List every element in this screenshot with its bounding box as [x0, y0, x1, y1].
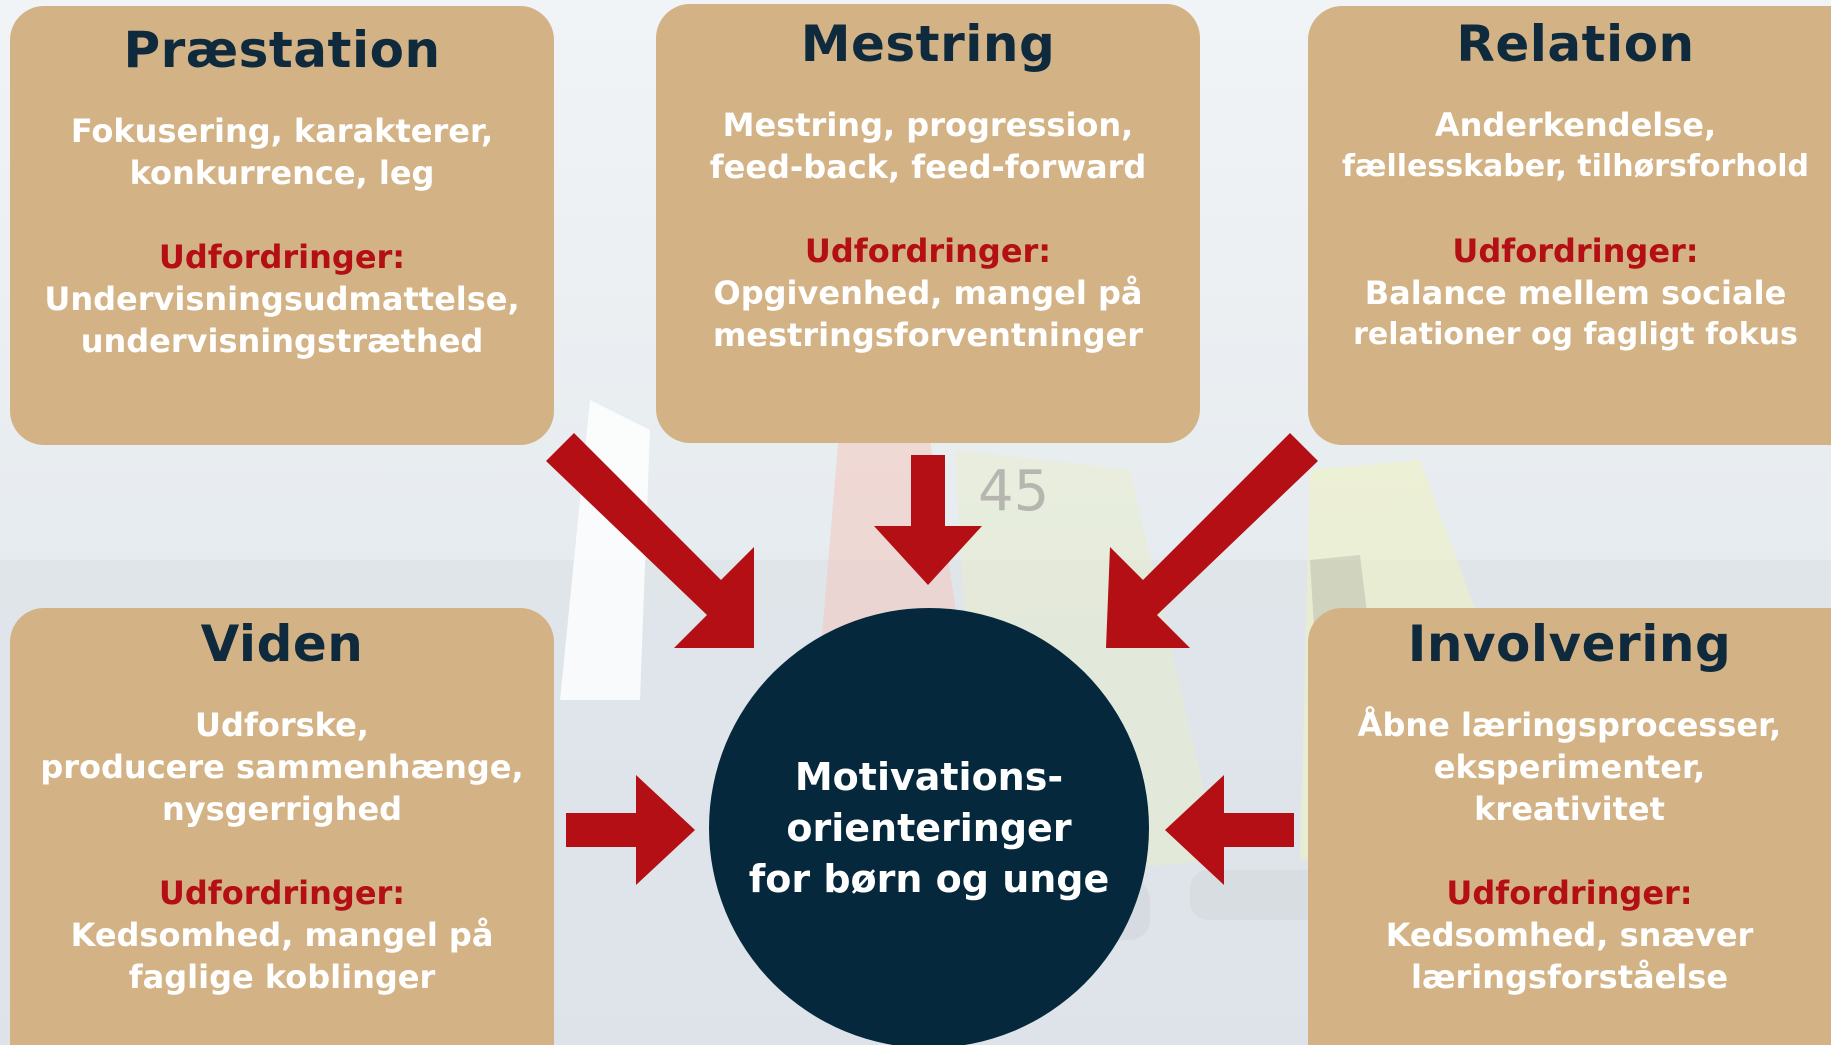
card-text-line: eksperimenter, — [1433, 748, 1706, 786]
center-text-line: orienteringer — [786, 805, 1072, 850]
challenge-label: Udfordringer: — [804, 232, 1052, 270]
card-viden: Viden Udforske, producere sammenhænge, n… — [10, 608, 554, 1045]
challenge-label: Udfordringer: — [158, 874, 406, 912]
sail-number-text: 45 — [978, 459, 1049, 524]
card-text-line: feed-back, feed-forward — [709, 148, 1147, 186]
card-text-line: konkurrence, leg — [129, 154, 435, 192]
challenge-label: Udfordringer: — [1446, 874, 1693, 912]
challenge-text-line: Undervisningsudmattelse, — [44, 280, 520, 318]
arrow-down-icon — [874, 455, 982, 585]
card-text-line: Mestring, progression, — [722, 106, 1134, 144]
challenge-text-line: mestringsforventninger — [712, 316, 1144, 354]
card-title: Relation — [1456, 15, 1695, 73]
challenge-text-line: Balance mellem sociale — [1364, 274, 1787, 312]
arrow-right-icon — [566, 775, 695, 885]
challenge-text-line: Kedsomhed, snæver — [1385, 916, 1754, 954]
arrow-diagonal-down-right-icon — [546, 433, 754, 648]
card-text-line: producere sammenhænge, — [40, 748, 524, 786]
card-praestation: Præstation Fokusering, karakterer, konku… — [10, 6, 554, 445]
center-text-line: Motivations- — [794, 754, 1064, 799]
arrow-diagonal-down-left-icon — [1106, 433, 1318, 648]
card-text-line: Åbne læringsprocesser, — [1357, 706, 1782, 744]
challenge-label: Udfordringer: — [158, 238, 406, 276]
challenge-label: Udfordringer: — [1452, 232, 1699, 270]
card-text-line: Anderkendelse, — [1434, 106, 1717, 144]
card-involvering: Involvering Åbne læringsprocesser, ekspe… — [1308, 608, 1831, 1045]
card-title: Viden — [200, 615, 364, 673]
card-title: Præstation — [123, 21, 441, 79]
card-text-line: kreativitet — [1474, 790, 1665, 828]
challenge-text-line: relationer og fagligt fokus — [1353, 317, 1798, 352]
card-text-line: fællesskaber, tilhørsforhold — [1341, 149, 1810, 184]
challenge-text-line: Opgivenhed, mangel på — [713, 274, 1143, 312]
card-title: Involvering — [1407, 615, 1732, 673]
card-text-line: Fokusering, karakterer, — [70, 112, 494, 150]
card-text-line: nysgerrighed — [161, 790, 403, 828]
challenge-text-line: faglige koblinger — [128, 958, 436, 996]
card-mestring: Mestring Mestring, progression, feed-bac… — [656, 4, 1200, 443]
card-text-line: Udforske, — [195, 706, 369, 744]
challenge-text-line: Kedsomhed, mangel på — [70, 916, 494, 954]
center-text-line: for børn og unge — [748, 856, 1110, 901]
card-relation: Relation Anderkendelse, fællesskaber, ti… — [1308, 6, 1831, 445]
card-title: Mestring — [800, 15, 1056, 73]
challenge-text-line: undervisningstræthed — [80, 322, 484, 360]
center-motivation-circle: Motivations- orienteringer for børn og u… — [709, 608, 1149, 1045]
challenge-text-line: læringsforståelse — [1410, 958, 1729, 996]
arrow-left-icon — [1165, 775, 1294, 885]
